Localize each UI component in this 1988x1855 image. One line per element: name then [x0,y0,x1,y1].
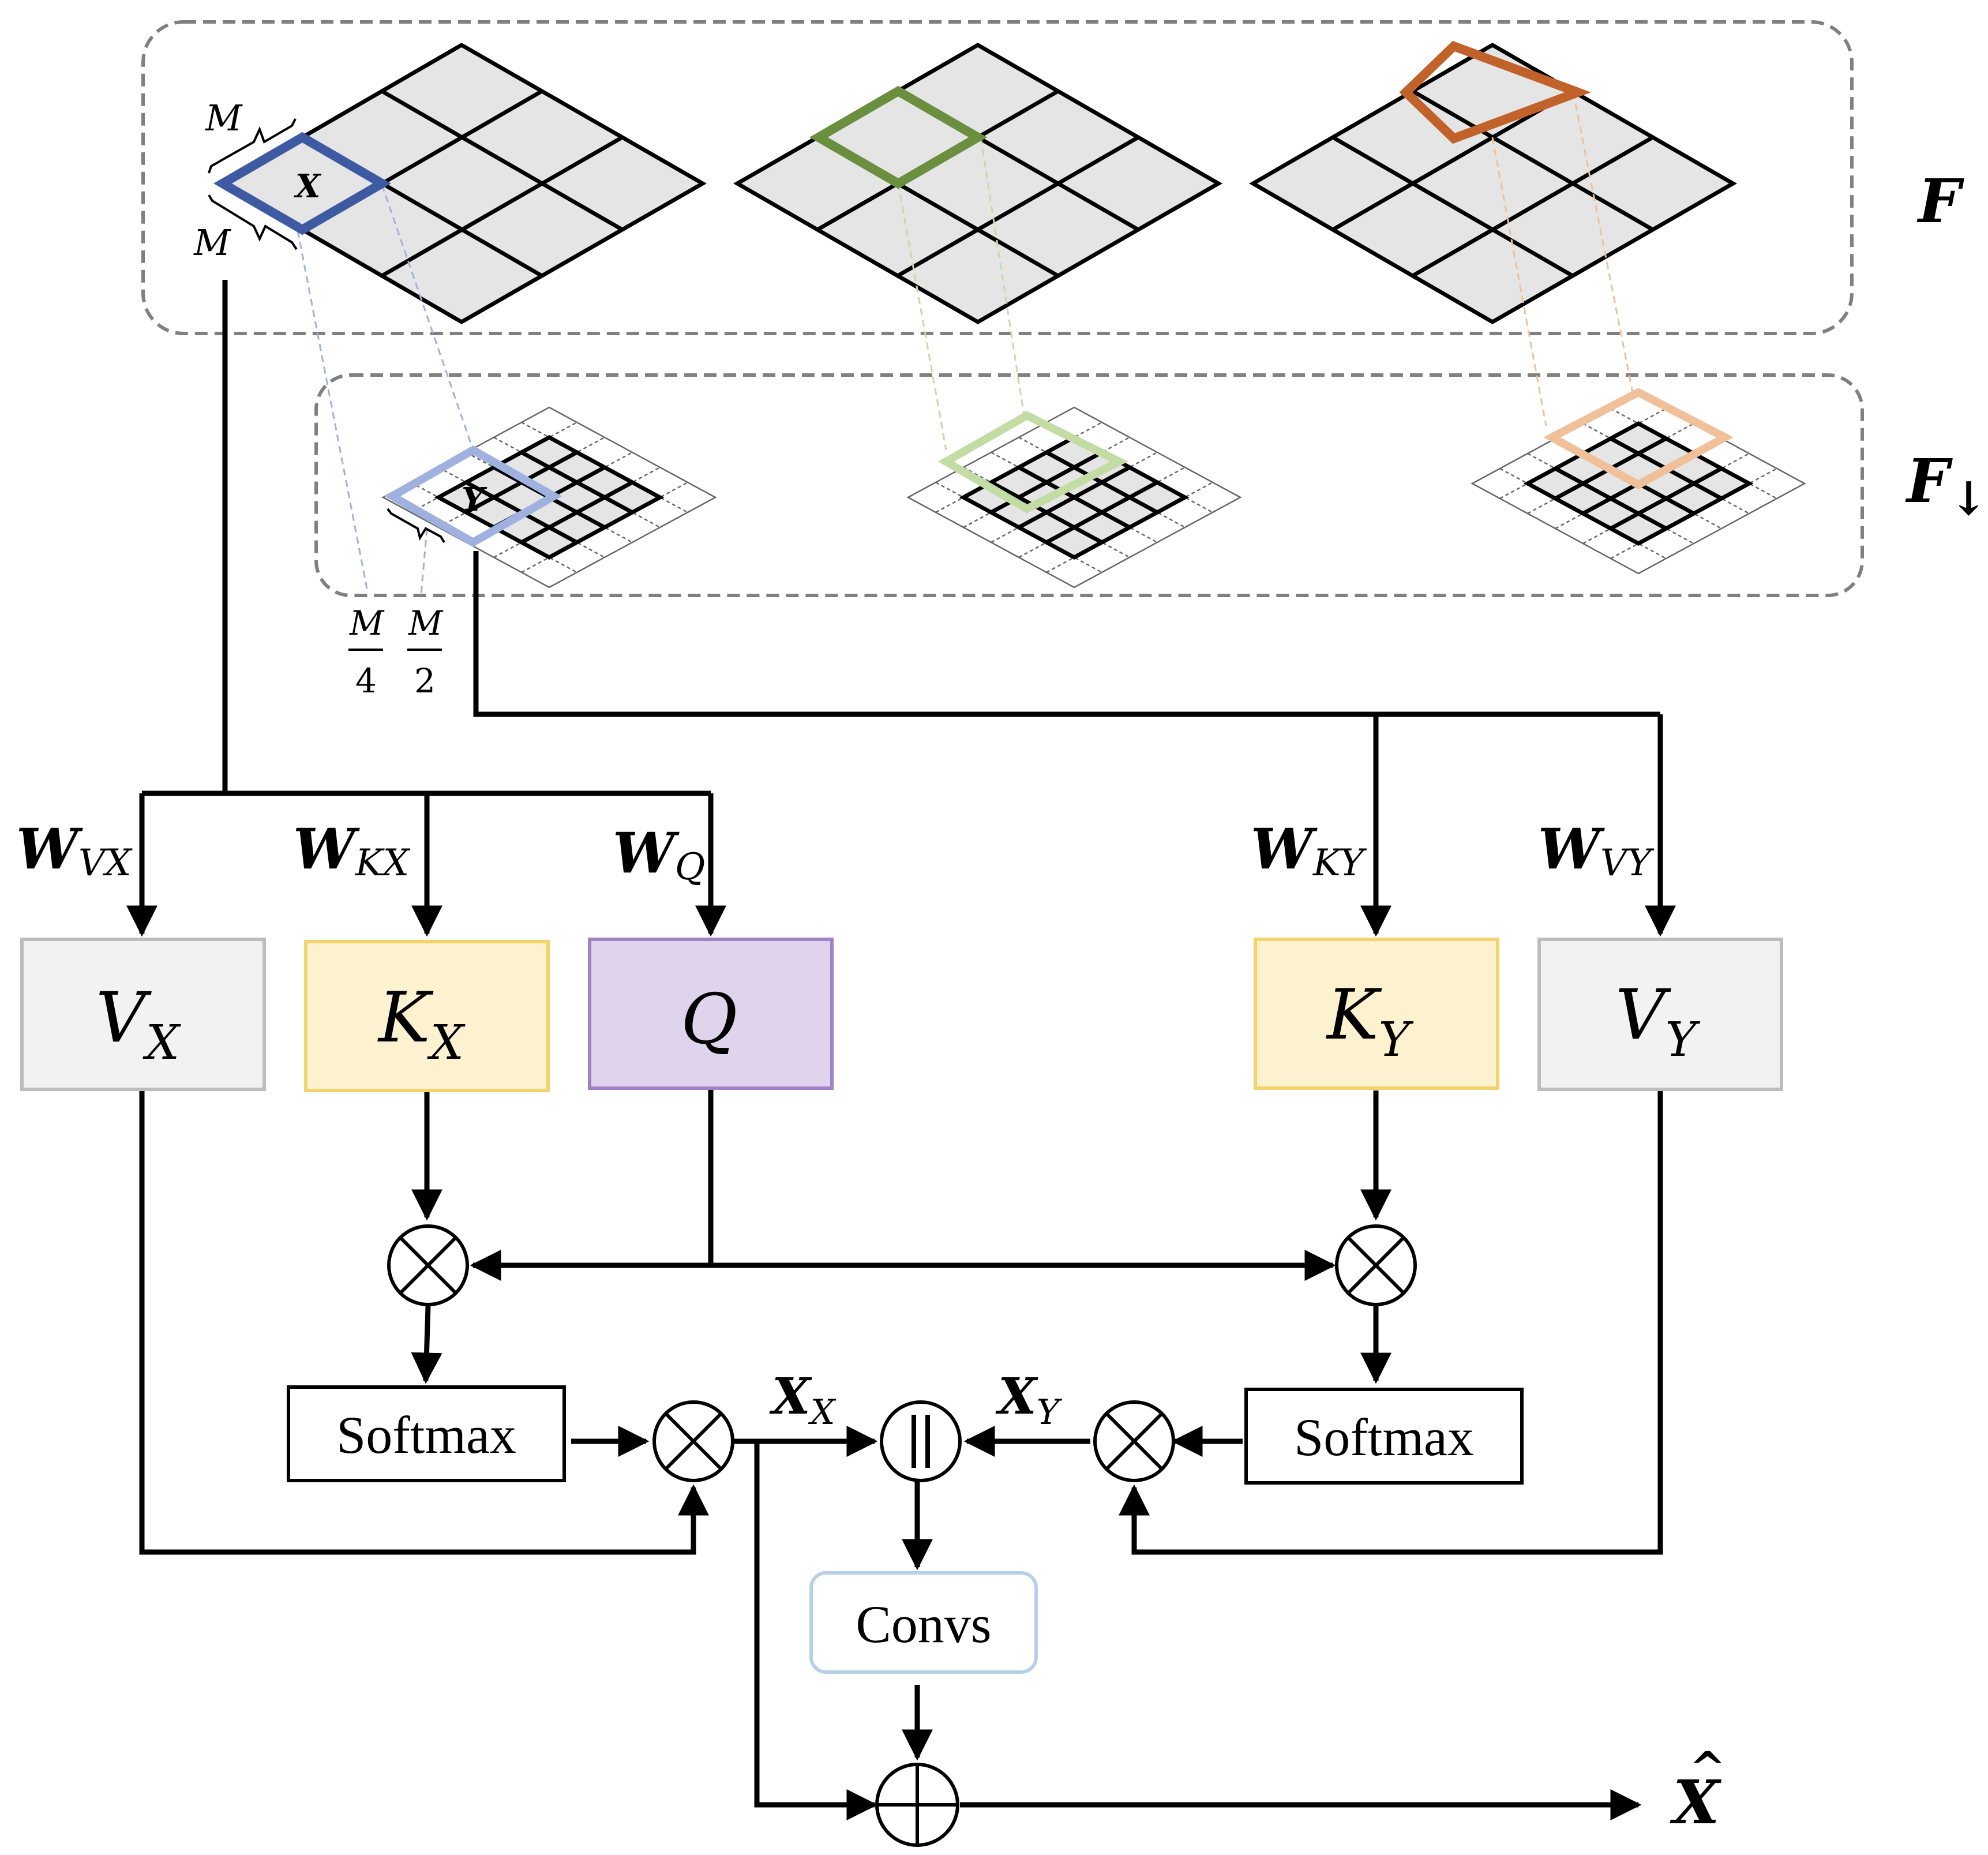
svg-text:KX: KX [377,978,466,1070]
F-down-grid-2 [906,406,1242,589]
fraction-den: 4 [355,661,377,700]
feature-map-panel-F-down [314,373,1864,597]
patch-green-F-down [938,411,1128,514]
svg-text:Softmax: Softmax [336,1406,516,1464]
svg-text:X: X [1670,1767,1722,1838]
patch-Y-label: Y [462,481,487,519]
label-XY: XY [995,1367,1063,1433]
svg-text:Convs: Convs [856,1595,991,1654]
orange-link-1 [1491,137,1547,426]
blue-link-1 [297,230,368,589]
patch-X [213,132,391,235]
label-F: F [1916,166,1964,237]
F-grid-2 [733,42,1223,325]
multiply-op-attn-VY [1093,1400,1175,1482]
connections [126,280,1676,1820]
box-Q: Q [588,938,834,1090]
svg-text:Softmax: Softmax [1294,1408,1474,1467]
fraction-den: 2 [414,661,436,700]
fraction-num: M [349,604,385,643]
softmax-right: Softmax [1244,1388,1524,1485]
add-op [875,1763,959,1847]
F-grid-3 [1249,42,1738,325]
weight-label-Q: WQ [613,820,705,889]
blue-link-3 [420,528,428,595]
box-KY: KY [1254,938,1499,1090]
patch-Y [384,445,562,548]
F-grid-1 [219,42,707,325]
green-link-1 [897,183,947,451]
output-X-hat: X ^ [1670,1742,1726,1838]
svg-text:^: ^ [1689,1742,1726,1793]
fraction-M-over-2: M 2 [407,604,444,700]
patch-orange-F-down [1543,388,1734,489]
M-brackets [208,118,445,544]
svg-text:VY: VY [1615,975,1701,1067]
patch-orange-F [1399,40,1591,144]
M-label-top: M [205,97,243,139]
multiply-op-KX-Q [387,1224,469,1306]
multiply-op-KY-Q [1335,1224,1417,1306]
fraction-num: M [408,604,444,643]
box-VX: VX [20,938,266,1091]
label-XX: XX [769,1367,837,1433]
correspondence-lines [297,92,1634,595]
svg-text:KY: KY [1326,975,1414,1067]
svg-text:VX: VX [96,978,182,1070]
label-F-down: F↓ [1905,445,1988,526]
blue-link-2 [381,184,474,451]
concat-op [880,1400,962,1482]
orange-link-2 [1572,92,1634,393]
multiply-op-attn-VX [652,1400,734,1482]
box-KX: KX [304,940,550,1092]
box-VY: VY [1537,938,1783,1091]
patch-green-F [809,85,987,189]
weight-label-VY: WVY [1538,816,1655,885]
patch-X-label: X [294,167,322,205]
svg-text:Q: Q [681,980,737,1060]
convs-box: Convs [809,1571,1038,1674]
weight-label-VX: WVX [16,816,133,885]
M-label-bottom: M [193,222,231,264]
fraction-M-over-4: M 4 [348,604,385,700]
softmax-left: Softmax [287,1385,566,1482]
feature-map-panel-F [141,20,1854,335]
weight-label-KY: WKY [1251,816,1367,885]
green-link-2 [980,137,1025,416]
weight-label-KX: WKX [293,816,411,885]
